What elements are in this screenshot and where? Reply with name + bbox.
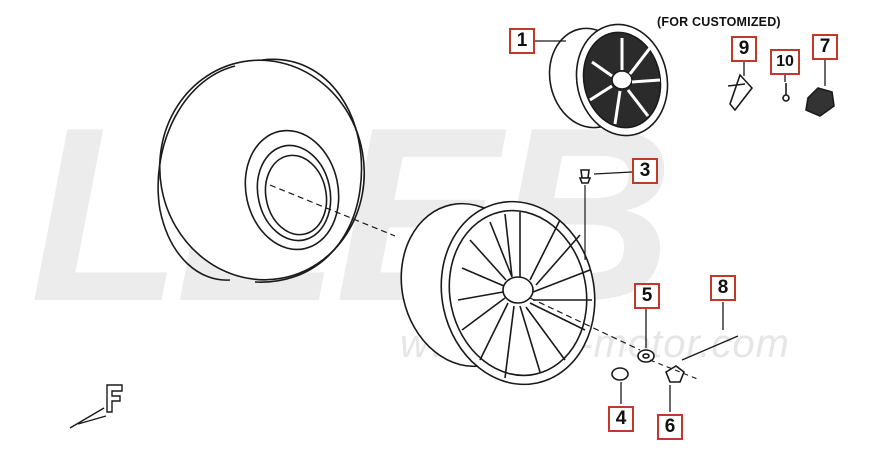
callout-8: 8 xyxy=(710,275,736,301)
callout-5: 5 xyxy=(634,283,660,309)
bolt-part xyxy=(681,335,739,361)
valve-tool-part xyxy=(727,73,790,112)
callout-7: 7 xyxy=(812,34,838,60)
front-direction-icon xyxy=(69,384,123,429)
valve-stem-part xyxy=(578,169,592,184)
tire-illustration xyxy=(157,58,396,283)
callout-6: 6 xyxy=(657,414,683,440)
callout-9: 9 xyxy=(731,36,757,62)
callout-4: 4 xyxy=(608,406,634,432)
main-wheel-illustration xyxy=(400,185,641,386)
for-customized-note: (FOR CUSTOMIZED) xyxy=(657,15,781,29)
callout-3: 3 xyxy=(632,158,658,184)
washer-part xyxy=(637,349,655,363)
cap-part xyxy=(611,367,629,381)
callout-1: 1 xyxy=(509,28,535,54)
custom-wheel-illustration xyxy=(548,23,669,137)
center-cap-part xyxy=(805,87,835,117)
callout-10: 10 xyxy=(770,49,800,75)
lug-nut-part xyxy=(665,365,685,383)
